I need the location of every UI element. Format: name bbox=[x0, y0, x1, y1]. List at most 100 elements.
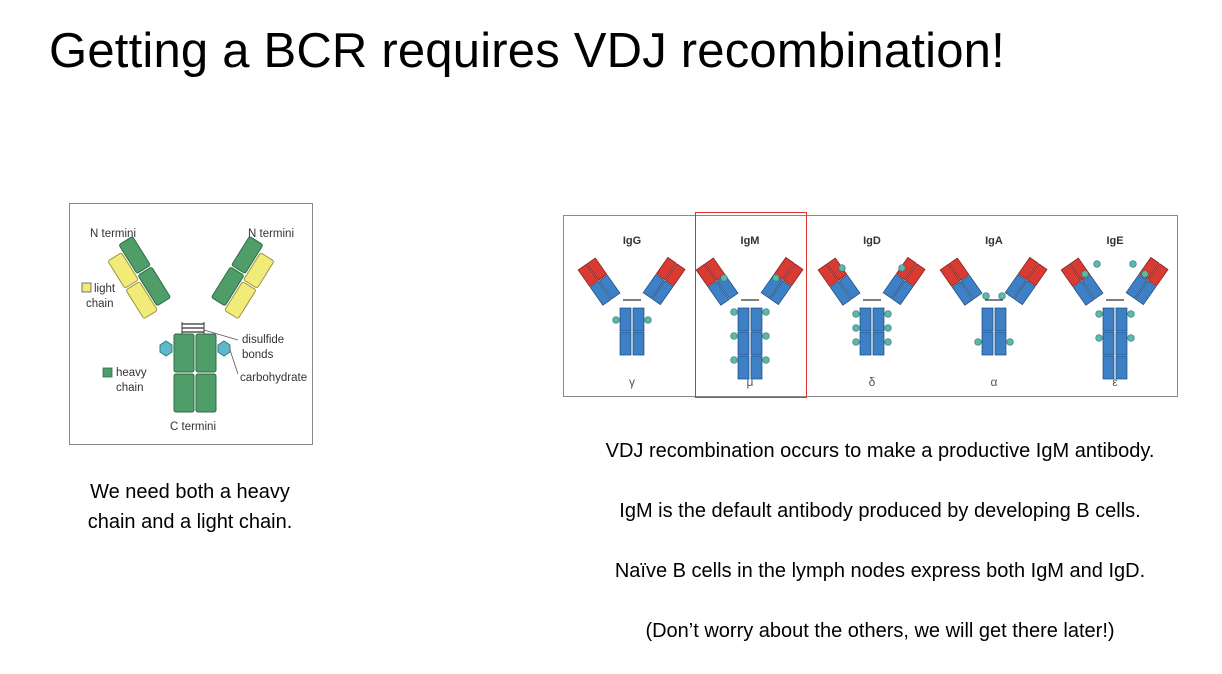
left-caption-line2: chain and a light chain. bbox=[87, 511, 293, 533]
slide-title: Getting a BCR requires VDJ recombination… bbox=[49, 24, 1005, 78]
carbohydrate-dot bbox=[852, 310, 860, 318]
heavy-chain-legend-swatch bbox=[102, 367, 113, 378]
isotype-ige: IgE ε bbox=[1060, 235, 1169, 389]
isotype-name-ige: IgE bbox=[1106, 235, 1123, 247]
carbohydrate-dot bbox=[612, 316, 620, 324]
naive-b-cells-text: Naïve B cells in the lymph nodes express… bbox=[614, 560, 1146, 582]
carbohydrate-dot bbox=[1127, 310, 1135, 318]
carbohydrate-dot bbox=[884, 338, 892, 346]
isotype-heavy-constant-domain bbox=[737, 331, 750, 356]
isotype-heavy-constant-domain bbox=[750, 307, 763, 332]
light-chain-legend-swatch bbox=[81, 282, 92, 293]
isotype-name-igg: IgG bbox=[623, 235, 641, 247]
n-termini-right-label: N termini bbox=[248, 228, 294, 240]
isotype-name-iga: IgA bbox=[985, 235, 1003, 247]
carbohydrate-dot bbox=[762, 332, 770, 340]
carbohydrate-dot bbox=[772, 274, 780, 282]
isotype-heavy-constant-domain bbox=[872, 331, 885, 356]
isotype-heavy-constant-domain bbox=[994, 307, 1007, 332]
isotype-heavy-constant-domain bbox=[1102, 331, 1115, 356]
isotype-arm bbox=[642, 256, 686, 306]
left-light-variable-domain bbox=[108, 252, 139, 289]
isotype-heavy-constant-domain bbox=[859, 331, 872, 356]
isotype-heavy-constant-domain bbox=[1115, 355, 1128, 380]
isotype-heavy-constant-domain bbox=[750, 331, 763, 356]
carbohydrate-dot bbox=[730, 356, 738, 364]
isotype-heavy-constant-domain bbox=[1102, 307, 1115, 332]
left-caption: We need both a heavy chain and a light c… bbox=[40, 477, 340, 537]
isotype-arm bbox=[577, 257, 621, 306]
c-termini-label: C termini bbox=[170, 421, 216, 433]
right-heavy-ch1-domain bbox=[211, 267, 244, 306]
isotype-heavy-constant-domain bbox=[1115, 307, 1128, 332]
carbohydrate-dot bbox=[884, 310, 892, 318]
carbohydrate-dot bbox=[898, 264, 906, 272]
isotype-heavy-constant-domain bbox=[737, 307, 750, 332]
carbohydrate-leader-line bbox=[229, 349, 239, 375]
carbohydrate-dot bbox=[762, 308, 770, 316]
isotype-symbol-igm: μ bbox=[747, 375, 754, 389]
carbohydrate-dot bbox=[884, 324, 892, 332]
antibody-structure-figure: N termini N termini light chain heavy ch… bbox=[69, 203, 313, 445]
isotype-igm: IgM μ bbox=[695, 235, 804, 389]
carbohydrate-dot bbox=[730, 308, 738, 316]
isotype-heavy-constant-domain bbox=[859, 307, 872, 332]
carbohydrate-dot bbox=[1129, 260, 1137, 268]
carbohydrate-label: carbohydrate bbox=[240, 372, 307, 384]
disulfide-leader-line bbox=[203, 329, 239, 341]
carbohydrate-dot bbox=[982, 292, 990, 300]
carbohydrate-dot bbox=[1006, 338, 1014, 346]
igm-default-text: IgM is the default antibody produced by … bbox=[619, 500, 1141, 522]
light-chain-label-line1: light bbox=[94, 283, 116, 295]
isotype-arm bbox=[695, 257, 739, 306]
isotypes-diagram: IgG γ IgM μ IgD δ IgA α IgE ε bbox=[577, 235, 1169, 389]
isotype-symbol-ige: ε bbox=[1112, 375, 1118, 389]
isotype-heavy-constant-domain bbox=[872, 307, 885, 332]
isotype-arm bbox=[1125, 256, 1169, 306]
carbohydrate-dot bbox=[1127, 334, 1135, 342]
carbohydrate-dot bbox=[852, 324, 860, 332]
isotype-arm bbox=[1004, 256, 1048, 306]
left-arm bbox=[108, 236, 171, 319]
left-caption-line1: We need both a heavy bbox=[90, 481, 290, 503]
dont-worry-text: (Don’t worry about the others, we will g… bbox=[645, 620, 1115, 642]
isotype-heavy-constant-domain bbox=[750, 355, 763, 380]
heavy-chain-label-line2: chain bbox=[116, 382, 144, 394]
light-chain-label-line2: chain bbox=[86, 298, 114, 310]
isotype-arm bbox=[1060, 257, 1104, 306]
carbohydrate-dot bbox=[720, 274, 728, 282]
carbohydrate-left bbox=[159, 340, 173, 357]
carbohydrate-dot bbox=[1095, 310, 1103, 318]
carbohydrate-dot bbox=[1095, 334, 1103, 342]
left-heavy-variable-domain bbox=[119, 236, 151, 274]
isotype-name-igm: IgM bbox=[741, 235, 760, 247]
isotype-heavy-constant-domain bbox=[632, 331, 645, 356]
left-heavy-ch1-domain bbox=[138, 267, 171, 306]
isotype-heavy-constant-domain bbox=[1115, 331, 1128, 356]
isotype-name-igd: IgD bbox=[863, 235, 881, 247]
disulfide-label-line1: disulfide bbox=[242, 334, 284, 346]
right-light-variable-domain bbox=[243, 252, 274, 289]
isotype-heavy-constant-domain bbox=[619, 331, 632, 356]
isotype-heavy-constant-domain bbox=[632, 307, 645, 332]
right-heavy-variable-domain bbox=[231, 236, 263, 274]
isotype-heavy-constant-domain bbox=[737, 355, 750, 380]
isotype-symbol-igg: γ bbox=[629, 375, 635, 389]
carbohydrate-dot bbox=[1141, 270, 1149, 278]
isotype-heavy-constant-domain bbox=[981, 307, 994, 332]
fc-region bbox=[173, 333, 217, 413]
carbohydrate-dot bbox=[974, 338, 982, 346]
isotype-heavy-constant-domain bbox=[1102, 355, 1115, 380]
isotype-arm bbox=[817, 257, 861, 306]
isotype-symbol-iga: α bbox=[991, 375, 998, 389]
isotype-iga: IgA α bbox=[939, 235, 1048, 389]
carbohydrate-dot bbox=[1081, 270, 1089, 278]
carbohydrate-dot bbox=[1093, 260, 1101, 268]
isotype-arm bbox=[882, 256, 926, 306]
carbohydrate-dot bbox=[998, 292, 1006, 300]
isotype-heavy-constant-domain bbox=[619, 307, 632, 332]
carbohydrate-dot bbox=[644, 316, 652, 324]
isotype-heavy-constant-domain bbox=[994, 331, 1007, 356]
isotype-symbol-igd: δ bbox=[869, 375, 876, 389]
carbohydrate-dot bbox=[852, 338, 860, 346]
